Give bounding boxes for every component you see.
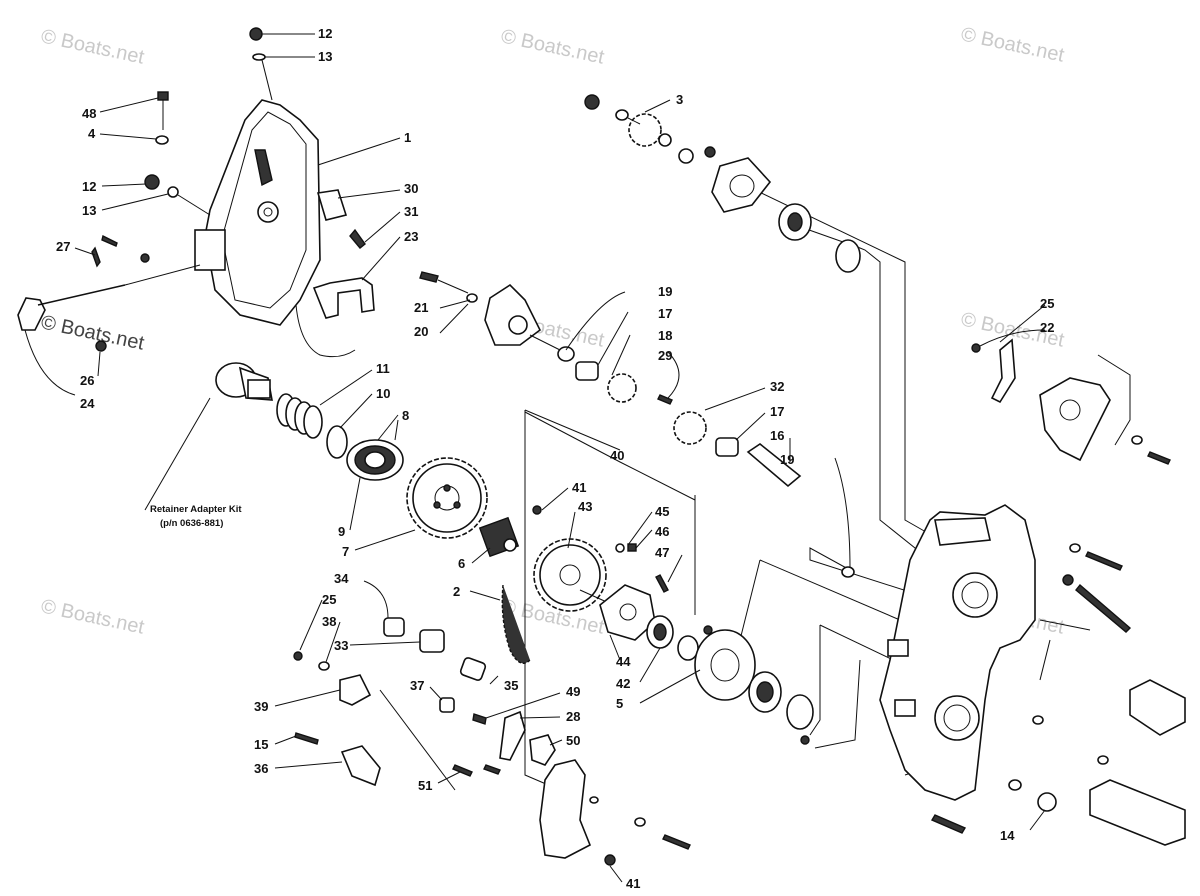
gear-6 [478, 516, 520, 558]
callout-5: 5 [616, 696, 623, 711]
flange-5 [694, 625, 814, 745]
callout-39: 39 [254, 699, 268, 714]
chain-2 [501, 584, 531, 664]
callout-14: 14 [1000, 828, 1015, 843]
callout-17: 17 [770, 404, 784, 419]
callout-12: 12 [318, 26, 332, 41]
lever-24 [17, 234, 201, 352]
callout-18: 18 [658, 328, 672, 343]
callout-8: 8 [402, 408, 409, 423]
spring-11 [276, 393, 323, 439]
callout-17: 17 [658, 306, 672, 321]
chaincase-housing [879, 504, 1036, 801]
callout-38: 38 [322, 614, 336, 629]
tensioner-parts [293, 617, 556, 777]
callout-22: 22 [1040, 320, 1054, 335]
watermark-1: © Boats.net [39, 25, 147, 68]
mount-bracket [539, 759, 691, 866]
watermark-2: © Boats.net [499, 25, 607, 68]
callout-45: 45 [655, 504, 669, 519]
callout-9: 9 [338, 524, 345, 539]
hub-44 [599, 543, 699, 661]
callout-35: 35 [504, 678, 518, 693]
middle-shaft-parts [419, 271, 855, 578]
kit-line-2: (p/n 0636-881) [160, 518, 223, 529]
callout-34: 34 [334, 571, 349, 586]
callout-46: 46 [655, 524, 669, 539]
callout-25: 25 [1040, 296, 1054, 311]
nut-12-top [249, 27, 273, 101]
callout-48: 48 [82, 106, 96, 121]
chaincase-cover [194, 99, 356, 358]
leader-lines [24, 33, 1046, 883]
callout-37: 37 [410, 678, 424, 693]
callout-31: 31 [404, 204, 418, 219]
knob-48 [155, 91, 169, 145]
bracket-22 [971, 338, 1171, 465]
callout-25: 25 [322, 592, 336, 607]
callout-13: 13 [318, 49, 332, 64]
callout-51: 51 [418, 778, 432, 793]
callout-36: 36 [254, 761, 268, 776]
callout-7: 7 [342, 544, 349, 559]
callout-19: 19 [658, 284, 672, 299]
callout-23: 23 [404, 229, 418, 244]
kit-line-1: Retainer Adapter Kit [150, 504, 242, 515]
callout-3: 3 [676, 92, 683, 107]
callout-13: 13 [82, 203, 96, 218]
callout-10: 10 [376, 386, 390, 401]
callout-50: 50 [566, 733, 580, 748]
callout-33: 33 [334, 638, 348, 653]
callout-32: 32 [770, 379, 784, 394]
retainer-kit-label: Retainer Adapter Kit (p/n 0636-881) [150, 504, 242, 529]
callout-30: 30 [404, 181, 418, 196]
callout-27: 27 [56, 239, 70, 254]
retainer-adapter [215, 362, 273, 401]
callout-41: 41 [572, 480, 586, 495]
callout-26: 26 [80, 373, 94, 388]
callout-49: 49 [566, 684, 580, 699]
sprocket-43 [532, 505, 621, 612]
callout-2: 2 [453, 584, 460, 599]
callout-19: 19 [780, 452, 794, 467]
callout-41: 41 [626, 876, 640, 891]
callout-labels: 12 13 48 4 1 12 13 30 31 23 27 26 24 11 … [56, 26, 1054, 891]
callout-47: 47 [655, 545, 669, 560]
bracket-36 [294, 732, 381, 787]
callout-43: 43 [578, 499, 592, 514]
bracket-23 [312, 277, 375, 319]
callout-29: 29 [658, 348, 672, 363]
watermark-9: © Boats.net [39, 311, 147, 354]
callout-44: 44 [616, 654, 631, 669]
callout-40: 40 [610, 448, 624, 463]
plate-30 [316, 189, 366, 249]
callout-15: 15 [254, 737, 268, 752]
nut-12-left [144, 174, 211, 216]
callout-42: 42 [616, 676, 630, 691]
callout-1: 1 [404, 130, 411, 145]
callout-20: 20 [414, 324, 428, 339]
callout-11: 11 [376, 361, 390, 376]
callout-21: 21 [414, 300, 428, 315]
callout-28: 28 [566, 709, 580, 724]
callout-6: 6 [458, 556, 465, 571]
watermark-6: © Boats.net [39, 595, 147, 638]
ring-10 [326, 425, 348, 459]
housing-fasteners [930, 543, 1186, 846]
callout-12: 12 [82, 179, 96, 194]
upper-shaft-parts [584, 94, 861, 273]
callout-4: 4 [88, 126, 96, 141]
callout-24: 24 [80, 396, 95, 411]
callout-16: 16 [770, 428, 784, 443]
sprocket-7 [406, 457, 488, 539]
watermark-3: © Boats.net [959, 23, 1067, 66]
bearing-8 [346, 439, 404, 481]
